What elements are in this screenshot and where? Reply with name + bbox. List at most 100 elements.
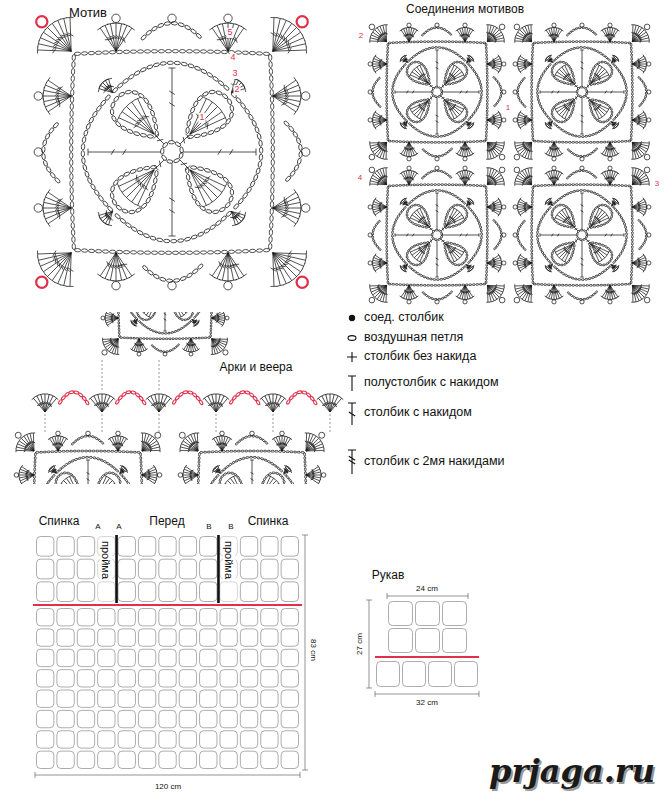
motif-chart: [269, 75, 273, 81]
motif-chart: [472, 184, 475, 186]
motif-chart: [417, 204, 420, 206]
motif-chart: [424, 257, 427, 261]
motif-chart: [140, 34, 147, 41]
motif-chart: [373, 207, 387, 214]
motif-chart: [603, 79, 607, 82]
motif-chart: [399, 184, 402, 186]
motif-chart: [578, 279, 581, 281]
motif-chart: [393, 244, 396, 247]
motif-chart: [486, 68, 488, 71]
motif-chart: [554, 142, 561, 156]
motif-chart: [386, 263, 388, 266]
motif-chart: [214, 127, 221, 133]
motif-chart: [580, 86, 583, 88]
motif-chart: [403, 63, 406, 66]
motif-chart: [96, 105, 102, 112]
motif-chart: [513, 90, 517, 94]
motif-chart: [451, 225, 454, 227]
motif-chart: [454, 121, 457, 123]
motif-chart: [487, 182, 504, 185]
motif-chart: [631, 106, 633, 109]
motif-chart: [575, 142, 578, 144]
motif-chart: [406, 141, 409, 143]
motif-chart: [400, 285, 409, 298]
motif-chart: [453, 243, 456, 246]
motif-chart: [487, 171, 500, 184]
motif-chart: [572, 251, 575, 254]
motif-chart: [190, 114, 227, 134]
motif-chart: [448, 141, 451, 143]
motif-chart: [416, 41, 419, 43]
motif-chart: [624, 83, 626, 86]
motif-chart: [373, 142, 386, 155]
motif-chart: [202, 91, 209, 97]
motif-chart: [595, 242, 598, 244]
motif-chart: [568, 99, 571, 101]
motif-chart: [445, 48, 448, 51]
motif-chart: [109, 50, 115, 54]
motif-chart: [71, 222, 75, 228]
motif-chart: [595, 275, 599, 278]
motif-chart: [428, 244, 430, 247]
motif-chart: [548, 63, 551, 66]
motif-chart: [632, 120, 645, 129]
motif-chart: [632, 113, 646, 120]
motif-chart: [591, 244, 601, 263]
motif-chart: [167, 159, 174, 164]
motif-chart: [221, 250, 227, 254]
motif-chart: [480, 229, 482, 232]
motif-chart: [408, 265, 411, 268]
motif-chart: [179, 251, 185, 254]
motif-chart: [537, 42, 540, 44]
motif-chart: [413, 204, 416, 206]
motif-chart: [110, 102, 115, 109]
motif-chart: [487, 200, 501, 207]
motif-chart: [590, 83, 593, 85]
motif-chart: [591, 101, 606, 116]
motif-chart: [455, 284, 458, 286]
motif-chart: [647, 90, 651, 94]
motif-chart: [479, 83, 481, 86]
motif-chart: [154, 123, 158, 130]
motif-chart: [72, 54, 76, 60]
motif-chart: [444, 243, 446, 246]
motif-chart: [573, 78, 575, 81]
motif-chart: [592, 66, 595, 70]
motif-chart: [446, 242, 449, 244]
motif-chart: [446, 69, 449, 72]
motif-chart: [207, 50, 213, 53]
motif-chart: [499, 24, 505, 30]
motif-chart: [424, 191, 427, 194]
motif-chart: [472, 141, 475, 143]
motif-chart: [387, 138, 389, 141]
motif-chart: [151, 50, 157, 53]
motif-chart: [426, 71, 429, 74]
motif-chart: [374, 242, 377, 246]
motif-chart: [418, 51, 422, 54]
motif-chart: [387, 47, 389, 50]
motif-chart: [607, 141, 610, 143]
motif-chart: [572, 141, 575, 143]
motif-chart: [456, 244, 459, 247]
motif-chart: [424, 114, 427, 118]
motif-chart: [569, 68, 572, 72]
motif-chart: [569, 257, 572, 261]
motif-chart: [230, 189, 234, 195]
motif-chart: [406, 210, 409, 213]
motif-chart: [434, 285, 437, 287]
motif-chart: [406, 112, 408, 115]
motif-chart: [486, 225, 488, 228]
motif-chart: [81, 151, 85, 157]
motif-chart: [416, 100, 419, 103]
motif-chart: [632, 39, 649, 42]
motif-chart: [209, 90, 215, 94]
motif-chart: [413, 244, 428, 259]
motif-chart: [386, 89, 388, 92]
motif-chart: [70, 152, 73, 158]
motif-chart: [551, 112, 553, 115]
motif-chart: [450, 275, 454, 278]
motif-chart: [446, 244, 456, 263]
motif-chart: [621, 42, 624, 44]
motif-chart: [463, 166, 467, 170]
motif-chart: [387, 281, 389, 284]
